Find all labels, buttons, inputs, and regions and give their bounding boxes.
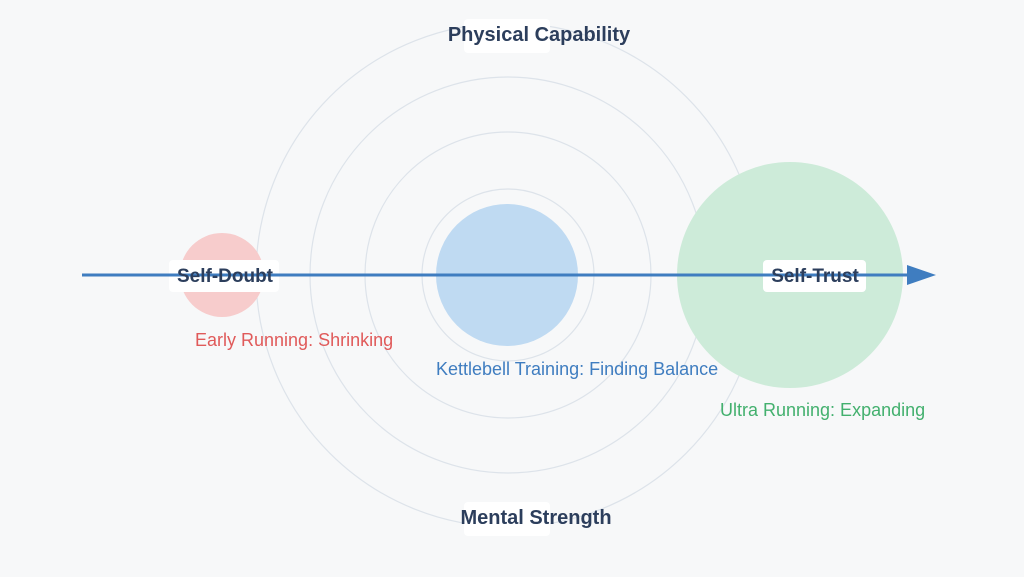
left-end-label: Self-Doubt (177, 266, 274, 287)
ultra-running-label: Ultra Running: Expanding (720, 400, 925, 420)
top-title-bg (464, 19, 550, 53)
bottom-title-bg (464, 502, 550, 536)
kettlebell-label: Kettlebell Training: Finding Balance (436, 359, 718, 379)
early-running-label: Early Running: Shrinking (195, 330, 393, 350)
top-axis-title: Physical Capability (448, 24, 631, 46)
bottom-axis-title: Mental Strength (460, 507, 611, 529)
right-end-label: Self-Trust (771, 266, 859, 287)
arrow-head-icon (907, 265, 936, 285)
